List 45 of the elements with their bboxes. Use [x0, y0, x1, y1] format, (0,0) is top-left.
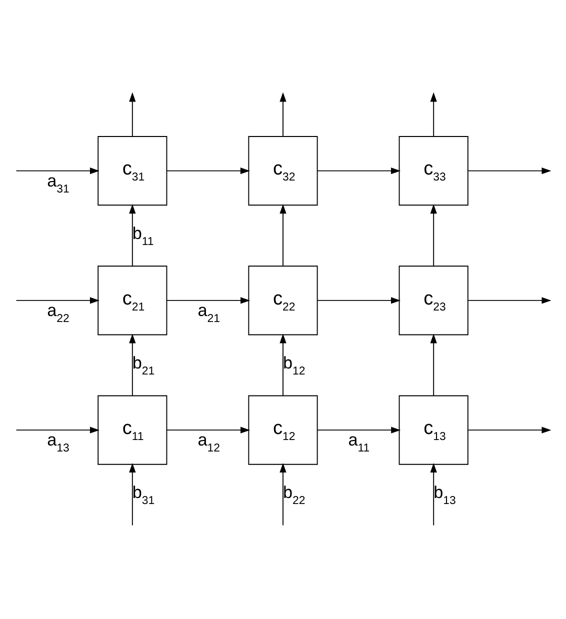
node-box: c$_{31}$ [98, 136, 168, 206]
edge-label: b$_{22}$ [283, 482, 306, 508]
arrow [430, 463, 437, 526]
arrow [430, 334, 437, 396]
node-box: c$_{11}$ [98, 395, 168, 465]
arrow [316, 167, 401, 174]
arrow [468, 167, 552, 174]
arrow [280, 92, 286, 137]
arrow [280, 463, 286, 526]
node-box: c$_{22}$ [248, 266, 318, 336]
arrow [129, 204, 136, 266]
arrow [129, 92, 136, 137]
arrow [430, 92, 437, 137]
edge-label: a$_{22}$ [47, 300, 70, 326]
arrow [317, 426, 401, 434]
edge-label: b$_{13}$ [434, 482, 456, 508]
node-box: c$_{33}$ [398, 136, 468, 206]
edge-label: a$_{31}$ [47, 170, 70, 196]
edge-label: a$_{12}$ [198, 430, 220, 455]
edge-label: a$_{11}$ [348, 430, 370, 455]
edge-label: a$_{21}$ [198, 300, 220, 326]
arrow [166, 297, 250, 304]
edge-label: a$_{13}$ [47, 430, 70, 455]
node-box: c$_{32}$ [248, 136, 318, 206]
edge-label: b$_{11}$ [132, 222, 154, 248]
arrow [430, 204, 437, 266]
node-box: c$_{12}$ [248, 395, 318, 465]
node-box: c$_{23}$ [398, 266, 468, 336]
arrow [468, 426, 552, 434]
arrow [280, 204, 286, 266]
arrow [16, 297, 100, 304]
node-box: c$_{21}$ [98, 266, 168, 336]
arrow [166, 426, 250, 434]
arrow [468, 297, 552, 304]
arrow [16, 426, 100, 434]
arrow [129, 463, 136, 526]
edge-label: b$_{31}$ [132, 482, 155, 508]
arrow [129, 334, 136, 396]
node-box: c$_{13}$ [398, 395, 468, 465]
arrow [166, 167, 250, 174]
arrow [16, 167, 100, 174]
edge-label: b$_{12}$ [283, 352, 306, 378]
edge-label: b$_{21}$ [132, 352, 155, 378]
arrow [280, 334, 286, 396]
arrow [316, 297, 401, 304]
